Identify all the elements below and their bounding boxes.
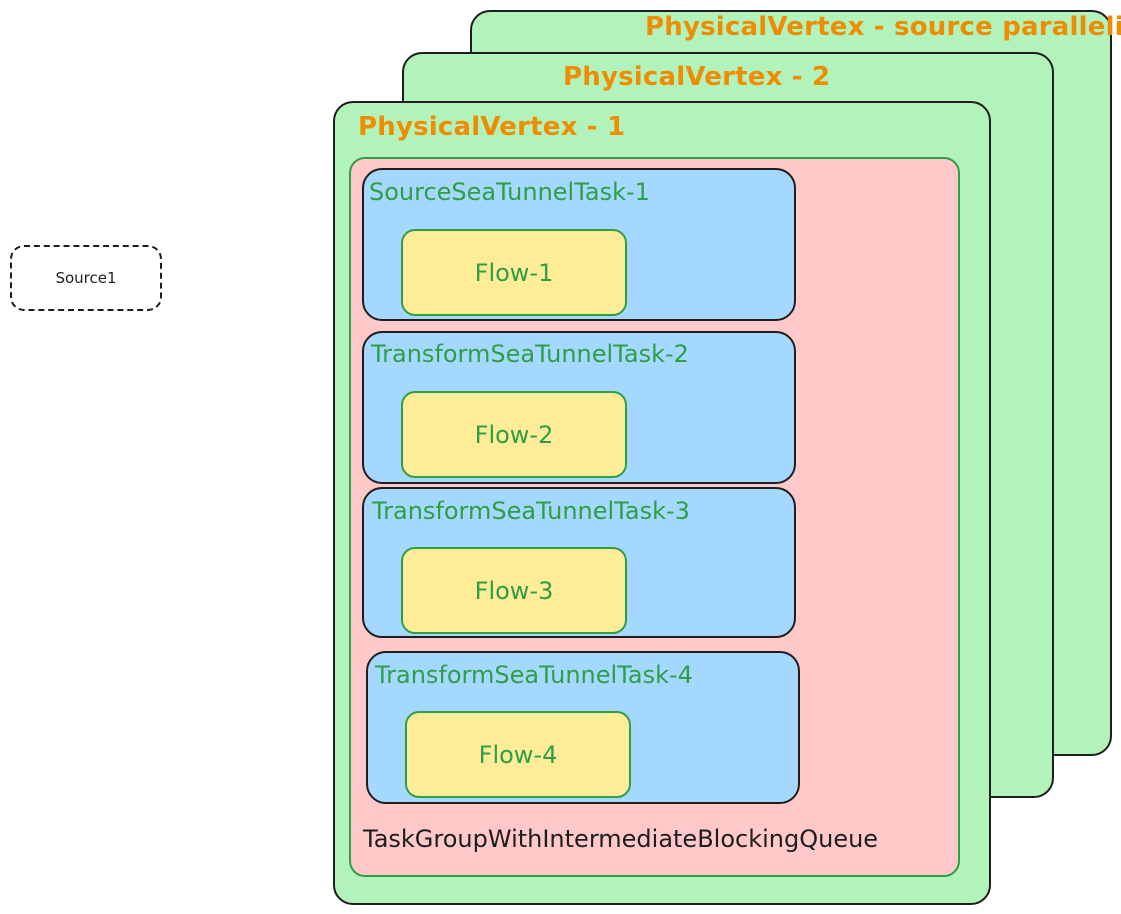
flow-box: Flow-3 — [401, 547, 627, 634]
task-title: TransformSeaTunnelTask-2 — [371, 340, 689, 368]
source-node: Source1 — [10, 245, 162, 311]
task-title: TransformSeaTunnelTask-3 — [372, 497, 690, 525]
task-group-label: TaskGroupWithIntermediateBlockingQueue — [363, 825, 879, 853]
flow-box: Flow-4 — [405, 711, 631, 798]
task-title: TransformSeaTunnelTask-4 — [375, 661, 693, 689]
physical-vertex-title: PhysicalVertex - source parallelism — [645, 12, 1121, 42]
physical-vertex-title: PhysicalVertex - 2 — [563, 62, 831, 92]
physical-vertex-title: PhysicalVertex - 1 — [358, 112, 626, 142]
flow-box: Flow-1 — [401, 229, 627, 316]
task-title: SourceSeaTunnelTask-1 — [369, 178, 650, 206]
flow-box: Flow-2 — [401, 391, 627, 478]
